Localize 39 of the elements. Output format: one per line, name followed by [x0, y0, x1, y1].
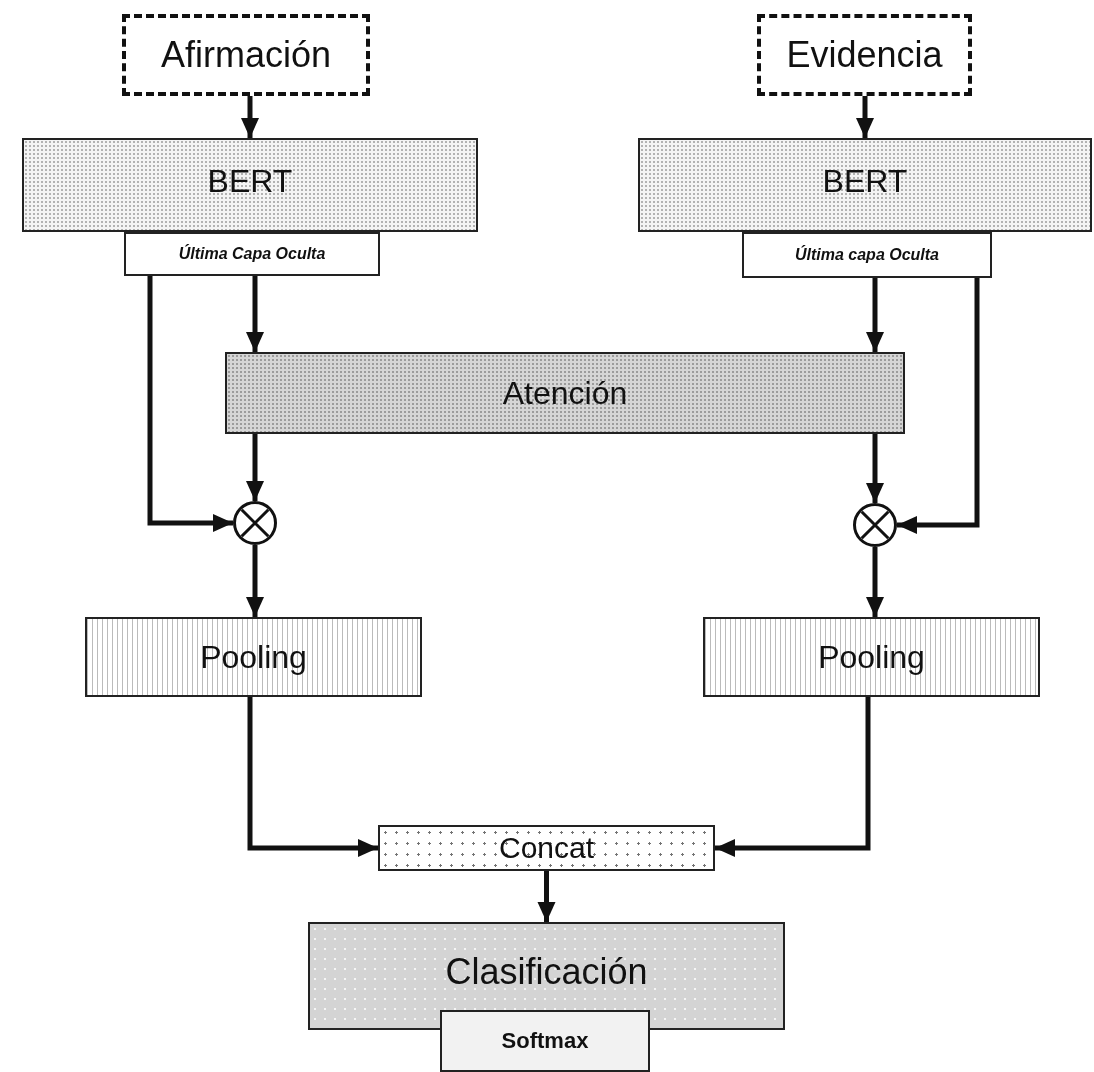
node-label: Clasificación	[445, 951, 648, 993]
arrow	[856, 96, 874, 138]
node-label: Evidencia	[786, 34, 943, 76]
pooling-box	[85, 617, 422, 697]
output-box	[440, 1010, 650, 1072]
arrow	[147, 276, 233, 532]
node-label: Afirmación	[160, 34, 332, 76]
layer-box	[742, 232, 992, 278]
arrow	[866, 434, 884, 503]
arrow	[866, 547, 884, 617]
node-label: Última Capa Oculta	[178, 245, 326, 263]
classification-box	[308, 922, 785, 1030]
model-box	[638, 138, 1092, 232]
node-label: Pooling	[818, 638, 925, 676]
node-label: Pooling	[200, 638, 307, 676]
layer-box	[124, 232, 380, 276]
node-label: Softmax	[501, 1028, 589, 1054]
multiply-operator	[853, 503, 897, 547]
node-label: Atención	[502, 374, 628, 412]
arrow	[246, 545, 264, 617]
model-box	[22, 138, 478, 232]
arrow	[241, 96, 259, 138]
node-label: BERT	[822, 162, 908, 200]
input-box	[122, 14, 370, 96]
input-box	[757, 14, 972, 96]
pooling-box	[703, 617, 1040, 697]
node-label: Última capa Oculta	[794, 246, 939, 264]
multiply-operator	[233, 501, 277, 545]
arrow	[866, 278, 884, 352]
arrow	[246, 276, 264, 352]
node-label: BERT	[207, 162, 293, 200]
arrow	[897, 278, 980, 534]
concat-box	[378, 825, 715, 871]
attention-box	[225, 352, 905, 434]
arrow	[537, 871, 556, 922]
arrow	[247, 697, 378, 857]
node-label: Concat	[498, 831, 595, 865]
arrow	[246, 434, 264, 501]
arrow	[715, 697, 871, 857]
